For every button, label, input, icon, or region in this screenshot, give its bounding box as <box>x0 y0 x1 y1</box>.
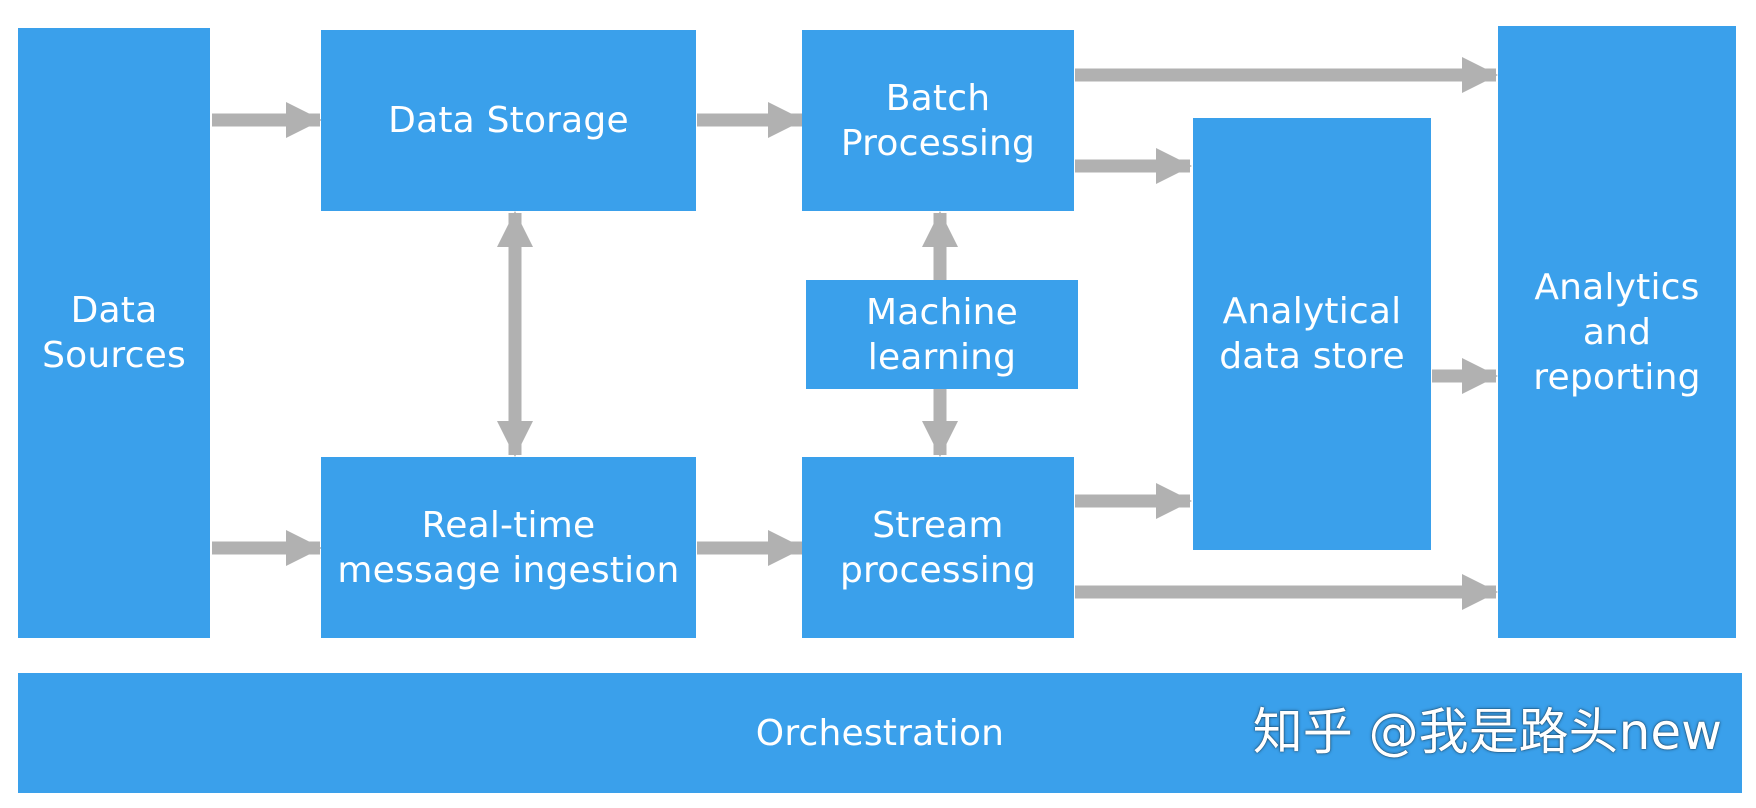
orchestration-label: Orchestration <box>755 712 1005 754</box>
data-sources-box: Data Sources <box>18 28 210 638</box>
data-sources-label: Data Sources <box>42 290 186 376</box>
data-storage-box: Data Storage <box>321 30 696 211</box>
analytical-data-store-label: Analytical data store <box>1219 291 1405 377</box>
data-storage-label: Data Storage <box>388 100 629 141</box>
stream-processing-label: Stream processing <box>839 504 1036 591</box>
analytics-reporting-label: Analytics and reporting <box>1533 266 1701 398</box>
batch-processing-label: Batch Processing <box>840 77 1036 164</box>
watermark-text: 知乎 @我是路头new <box>1252 703 1722 761</box>
orchestration-bar: Orchestration <box>18 673 1742 793</box>
analytics-reporting-box: Analytics and reporting <box>1498 26 1736 638</box>
realtime-ingestion-label: Real-time message ingestion <box>337 504 680 591</box>
analytical-data-store-box: Analytical data store <box>1193 118 1431 550</box>
batch-processing-box: Batch Processing <box>802 30 1074 211</box>
realtime-ingestion-box: Real-time message ingestion <box>321 457 696 638</box>
machine-learning-box: Machine learning <box>806 280 1078 389</box>
stream-processing-box: Stream processing <box>802 457 1074 638</box>
machine-learning-label: Machine learning <box>865 291 1019 378</box>
